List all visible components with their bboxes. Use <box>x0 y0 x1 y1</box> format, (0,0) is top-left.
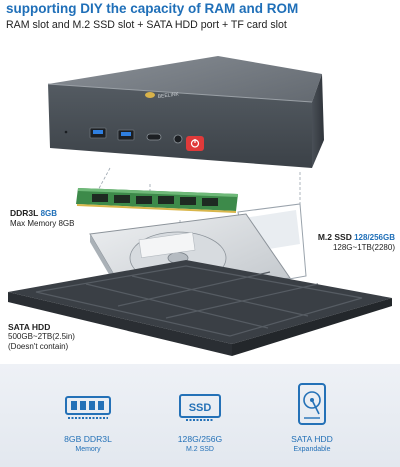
ram-callout: DDR3L 8GB Max Memory 8GB <box>10 208 74 229</box>
mini-pc-side <box>312 74 324 168</box>
usb-c-port-icon <box>146 133 162 141</box>
ram-callout-name: DDR3L <box>10 208 39 218</box>
subline: RAM slot and M.2 SSD slot + SATA HDD por… <box>6 19 287 31</box>
feature-band: 8GB DDR3L Memory SSD 128G/256G M.2 SSD S… <box>0 364 400 467</box>
ssd-callout-capacity: 128/256GB <box>354 233 395 242</box>
feature-memory: 8GB DDR3L Memory <box>28 382 148 453</box>
ssd-icon-label: SSD <box>189 402 212 414</box>
feature-ssd: SSD 128G/256G M.2 SSD <box>140 382 260 453</box>
brand-logo-icon <box>145 92 155 98</box>
feature-memory-title: 8GB DDR3L <box>64 434 112 444</box>
ssd-callout-name: M.2 SSD <box>317 232 352 242</box>
feature-hdd: SATA HDD Expandable <box>252 382 372 453</box>
hdd-callout: SATA HDD 500GB~2TB(2.5in) (Doesn't conta… <box>8 322 75 352</box>
audio-jack-icon <box>173 134 183 144</box>
ram-module <box>76 188 238 213</box>
ssd-callout: M.2 SSD 128/256GB 128G~1TB(2280) <box>301 232 395 253</box>
ssd-callout-detail: 128G~1TB(2280) <box>332 243 395 252</box>
power-button-icon <box>186 136 204 151</box>
feature-memory-subtitle: Memory <box>75 446 101 453</box>
hdd-callout-detail-2: (Doesn't contain) <box>8 342 69 351</box>
bottom-tray <box>8 260 392 356</box>
feature-ssd-title: 128G/256G <box>177 434 223 444</box>
feature-ssd-subtitle: M.2 SSD <box>185 446 214 453</box>
mini-pc-front-panel <box>48 84 312 168</box>
exploded-product-illustration: BEELINK <box>8 56 392 356</box>
mini-pc: BEELINK <box>47 56 324 168</box>
ssd-icon: SSD <box>179 394 221 421</box>
ram-callout-detail: Max Memory 8GB <box>10 219 75 228</box>
hard-drive-icon <box>298 383 326 425</box>
hdd-callout-detail-1: 500GB~2TB(2.5in) <box>8 332 75 341</box>
feature-hdd-subtitle: Expandable <box>293 446 331 453</box>
memory-module-icon <box>65 396 111 419</box>
hdd-callout-name: SATA HDD <box>8 322 51 332</box>
ram-callout-capacity: 8GB <box>40 209 58 218</box>
headline: supporting DIY the capacity of RAM and R… <box>6 1 299 16</box>
indicator-led-icon <box>64 130 68 134</box>
feature-hdd-title: SATA HDD <box>291 434 333 444</box>
brand-label: BEELINK <box>158 91 180 100</box>
